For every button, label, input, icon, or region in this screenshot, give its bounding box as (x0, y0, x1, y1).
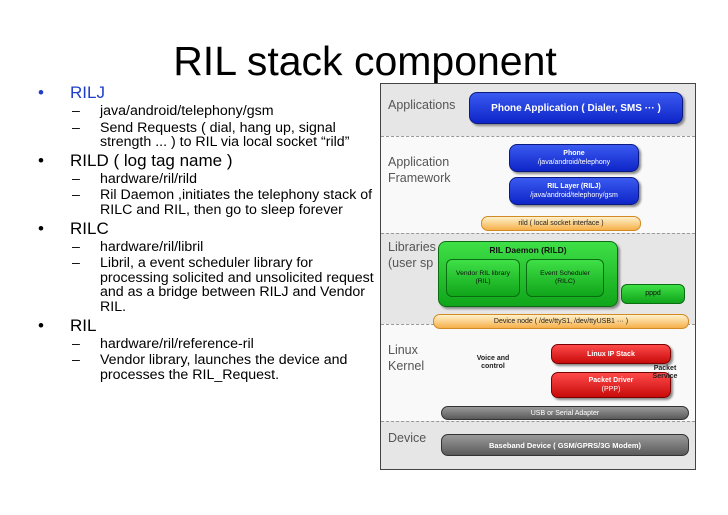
voice-control-note: Voice and control (476, 355, 510, 370)
event-scheduler-box: Event Scheduler (RILC) (526, 259, 604, 297)
bullet-list: • RILJ – java/android/telephony/gsm – Send … (38, 82, 378, 382)
packet-driver-sub: (PPP) (601, 386, 621, 393)
dash-marker: – (72, 238, 80, 255)
sub-bullet-text: hardware/ril/reference-ril (100, 335, 254, 352)
ril-stack-diagram: Applications Application Framework Libra… (380, 83, 696, 470)
pppd-box: pppd (621, 284, 685, 304)
phone-path: /java/android/telephony (537, 159, 611, 166)
dash-marker: – (72, 255, 80, 272)
sub-bullet: – hardware/ril/libril (38, 238, 378, 255)
layer-divider (381, 421, 695, 422)
usb-adapter-box: USB or Serial Adapter (441, 406, 689, 420)
phone-title: Phone (563, 150, 585, 157)
bullet-marker: • (38, 150, 44, 170)
layer-label-libraries: Libraries (388, 240, 436, 254)
packet-driver-title: Packet Driver (588, 377, 634, 384)
sub-bullet: – Vendor library, launches the device and… (38, 353, 378, 382)
layer-label-device: Device (388, 431, 427, 445)
bullet-rilj: • RILJ (38, 83, 378, 102)
layer-label-kernel: Kernel (388, 359, 425, 373)
sub-bullet: – hardware/ril/rild (38, 170, 378, 187)
bullet-rilc: • RILC (38, 219, 378, 238)
bullet-label: RILJ (70, 83, 105, 102)
phone-box: Phone /java/android/telephony (509, 144, 639, 172)
linux-ip-stack-box: Linux IP Stack (551, 344, 671, 364)
dash-marker: – (72, 119, 80, 136)
layer-divider (381, 136, 695, 137)
layer-label-framework: Framework (388, 171, 451, 185)
sub-bullet-text: hardware/ril/libril (100, 238, 204, 255)
layer-label-framework: Application (388, 155, 450, 169)
bullet-marker: • (38, 218, 44, 238)
dash-marker: – (72, 103, 80, 119)
sub-bullet-text: Send Requests ( dial, hang up, signal st… (100, 119, 350, 151)
slide-title: RIL stack component (173, 38, 557, 84)
sub-bullet: – Ril Daemon ,initiates the telephony sta… (38, 188, 378, 217)
bullet-rild: • RILD ( log tag name ) (38, 151, 378, 170)
sub-bullet: – Send Requests ( dial, hang up, signal s… (38, 119, 378, 151)
dash-marker: – (72, 352, 80, 369)
bullet-ril: • RIL (38, 316, 378, 335)
packet-service-note: Packet Service (652, 365, 678, 380)
sub-bullet-text: hardware/ril/rild (100, 170, 197, 187)
ril-layer-path: /java/android/telephony/gsm (530, 192, 618, 199)
ril-layer-title: RIL Layer (RILJ) (547, 183, 601, 190)
sub-bullet-text: Vendor library, launches the device and … (100, 352, 348, 383)
layer-divider (381, 233, 695, 234)
sub-bullet-text: Ril Daemon ,initiates the telephony stac… (100, 187, 373, 218)
sub-bullet-text: Libril, a event scheduler library for pr… (100, 255, 374, 315)
vendor-ril-box: Vendor RIL library (RIL) (446, 259, 520, 297)
sub-bullet: – Libril, a event scheduler library for p… (38, 256, 378, 314)
sub-bullet: – java/android/telephony/gsm (38, 104, 378, 119)
ril-layer-box: RIL Layer (RILJ) /java/android/telephony… (509, 177, 639, 205)
bullet-label: RIL (70, 315, 97, 335)
dash-marker: – (72, 187, 80, 204)
layer-label-kernel: Linux (388, 343, 418, 357)
dash-marker: – (72, 335, 80, 352)
baseband-device-box: Baseband Device ( GSM/GPRS/3G Modem) (441, 434, 689, 456)
layer-label-libraries: (user sp (388, 256, 434, 270)
sub-bullet-text: java/android/telephony/gsm (100, 103, 274, 119)
phone-application-box: Phone Application ( Dialer, SMS ··· ) (469, 92, 683, 124)
packet-driver-box: Packet Driver (PPP) (551, 372, 671, 398)
bullet-label: RILC (70, 218, 109, 238)
bullet-marker: • (38, 83, 44, 102)
device-node-box: Device node ( /dev/ttyS1, /dev/ttyUSB1 ·… (433, 314, 689, 329)
sub-bullet: – hardware/ril/reference-ril (38, 335, 378, 352)
bullet-marker: • (38, 315, 44, 335)
ril-daemon-label: RIL Daemon (RILD) (489, 245, 567, 255)
bullet-label: RILD ( log tag name ) (70, 150, 233, 170)
dash-marker: – (72, 170, 80, 187)
rild-socket-box: rild ( local socket interface ) (481, 216, 641, 231)
layer-label-applications: Applications (388, 98, 456, 112)
